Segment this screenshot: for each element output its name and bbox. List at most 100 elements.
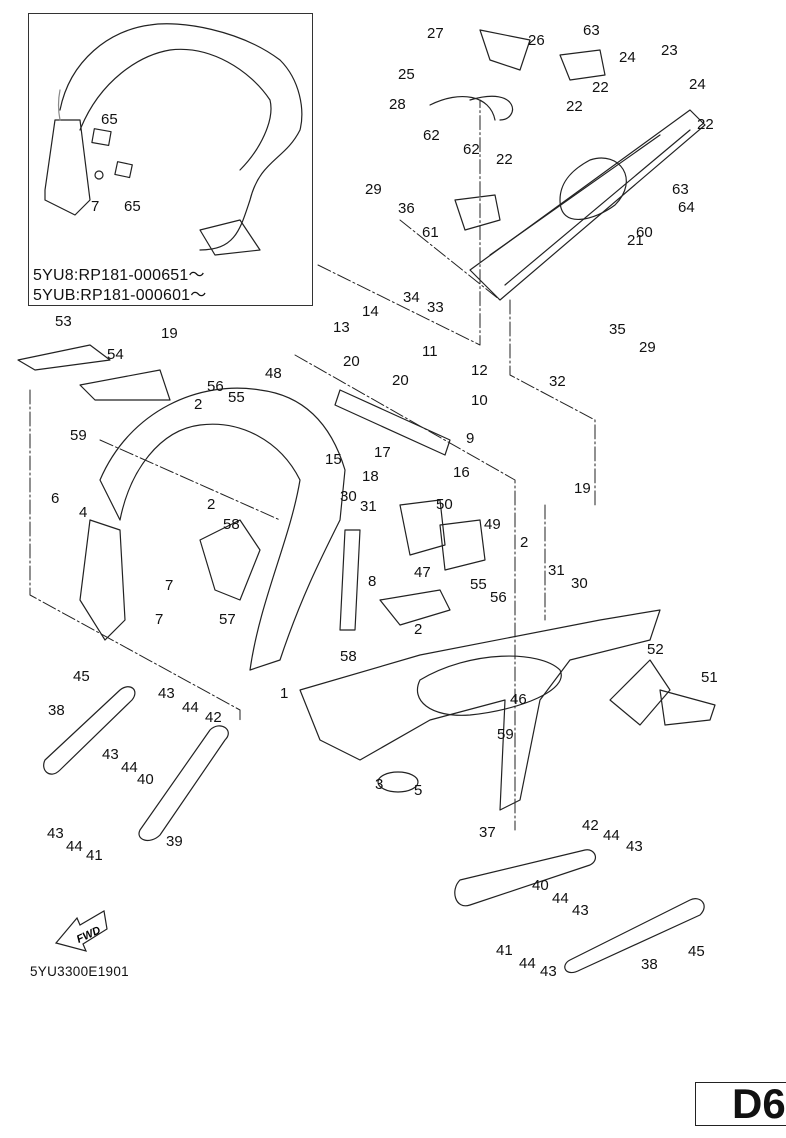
part-callout-23: 23 [661, 42, 678, 59]
part-callout-26: 26 [528, 32, 545, 49]
part-callout-42: 42 [205, 709, 222, 726]
part-callout-22: 22 [496, 151, 513, 168]
part-callout-1: 1 [280, 685, 289, 702]
fwd-arrow-icon: FWD [54, 910, 108, 952]
part-callout-31: 31 [548, 562, 565, 579]
part-callout-53: 53 [55, 313, 72, 330]
part-callout-44: 44 [519, 955, 536, 972]
part-callout-34: 34 [403, 289, 420, 306]
part-callout-43: 43 [626, 838, 643, 855]
part-callout-44: 44 [603, 827, 620, 844]
part-callout-33: 33 [427, 299, 444, 316]
part-callout-15: 15 [325, 451, 342, 468]
part-callout-2: 2 [194, 396, 203, 413]
serial-range-1: 5YU8:RP181-000651〜 [33, 267, 205, 284]
part-callout-22: 22 [566, 98, 583, 115]
part-callout-44: 44 [552, 890, 569, 907]
part-callout-14: 14 [362, 303, 379, 320]
part-callout-47: 47 [414, 564, 431, 581]
part-callout-45: 45 [688, 943, 705, 960]
part-callout-46: 46 [510, 691, 527, 708]
part-callout-27: 27 [427, 25, 444, 42]
part-callout-49: 49 [484, 516, 501, 533]
part-callout-64: 64 [678, 199, 695, 216]
part-callout-55: 55 [228, 389, 245, 406]
inset-callout: 65 [101, 111, 118, 128]
part-callout-10: 10 [471, 392, 488, 409]
part-callout-40: 40 [532, 877, 549, 894]
part-callout-57: 57 [219, 611, 236, 628]
part-callout-41: 41 [496, 942, 513, 959]
part-callout-51: 51 [701, 669, 718, 686]
part-callout-18: 18 [362, 468, 379, 485]
part-callout-36: 36 [398, 200, 415, 217]
part-callout-30: 30 [571, 575, 588, 592]
inset-frame-drawing [44, 23, 303, 256]
part-callout-2: 2 [520, 534, 529, 551]
part-callout-35: 35 [609, 321, 626, 338]
part-callout-22: 22 [592, 79, 609, 96]
part-callout-43: 43 [47, 825, 64, 842]
part-callout-48: 48 [265, 365, 282, 382]
part-callout-56: 56 [490, 589, 507, 606]
inset-callout: 7 [91, 198, 100, 215]
part-callout-24: 24 [689, 76, 706, 93]
part-callout-38: 38 [641, 956, 658, 973]
part-callout-4: 4 [79, 504, 88, 521]
part-callout-5: 5 [414, 782, 423, 799]
part-callout-58: 58 [340, 648, 357, 665]
part-callout-9: 9 [466, 430, 475, 447]
part-callout-8: 8 [368, 573, 377, 590]
part-callout-44: 44 [66, 838, 83, 855]
part-callout-3: 3 [375, 776, 384, 793]
leader-lines [29, 99, 596, 831]
part-callout-62: 62 [463, 141, 480, 158]
part-callout-28: 28 [389, 96, 406, 113]
part-callout-44: 44 [121, 759, 138, 776]
part-callout-37: 37 [479, 824, 496, 841]
part-callout-6: 6 [51, 490, 60, 507]
rear-frame-upper-drawing [429, 29, 706, 301]
part-callout-19: 19 [161, 325, 178, 342]
part-callout-2: 2 [414, 621, 423, 638]
part-callout-32: 32 [549, 373, 566, 390]
part-callout-59: 59 [497, 726, 514, 743]
part-callout-21: 21 [627, 232, 644, 249]
part-callout-58: 58 [223, 516, 240, 533]
part-callout-16: 16 [453, 464, 470, 481]
part-callout-19: 19 [574, 480, 591, 497]
part-callout-61: 61 [422, 224, 439, 241]
part-callout-43: 43 [102, 746, 119, 763]
part-callout-62: 62 [423, 127, 440, 144]
part-callout-63: 63 [583, 22, 600, 39]
part-callout-20: 20 [343, 353, 360, 370]
part-callout-44: 44 [182, 699, 199, 716]
inset-callout: 65 [124, 198, 141, 215]
part-callout-24: 24 [619, 49, 636, 66]
serial-range-2: 5YUB:RP181-000601〜 [33, 287, 207, 304]
part-callout-55: 55 [470, 576, 487, 593]
part-callout-22: 22 [697, 116, 714, 133]
part-callout-7: 7 [165, 577, 174, 594]
part-callout-41: 41 [86, 847, 103, 864]
part-callout-63: 63 [672, 181, 689, 198]
part-callout-30: 30 [340, 488, 357, 505]
part-callout-38: 38 [48, 702, 65, 719]
part-callout-43: 43 [158, 685, 175, 702]
part-callout-11: 11 [422, 343, 438, 360]
drawing-code: 5YU3300E1901 [30, 964, 129, 979]
page-label-box: D6 [695, 1080, 786, 1127]
part-callout-2: 2 [207, 496, 216, 513]
part-callout-12: 12 [471, 362, 488, 379]
serial-inset-box [28, 13, 313, 306]
part-callout-43: 43 [572, 902, 589, 919]
part-callout-39: 39 [166, 833, 183, 850]
part-callout-43: 43 [540, 963, 557, 980]
part-callout-60: 60 [636, 224, 653, 241]
part-callout-59: 59 [70, 427, 87, 444]
part-callout-20: 20 [392, 372, 409, 389]
rear-frame-main-drawing [17, 344, 716, 811]
part-callout-25: 25 [398, 66, 415, 83]
part-callout-42: 42 [582, 817, 599, 834]
